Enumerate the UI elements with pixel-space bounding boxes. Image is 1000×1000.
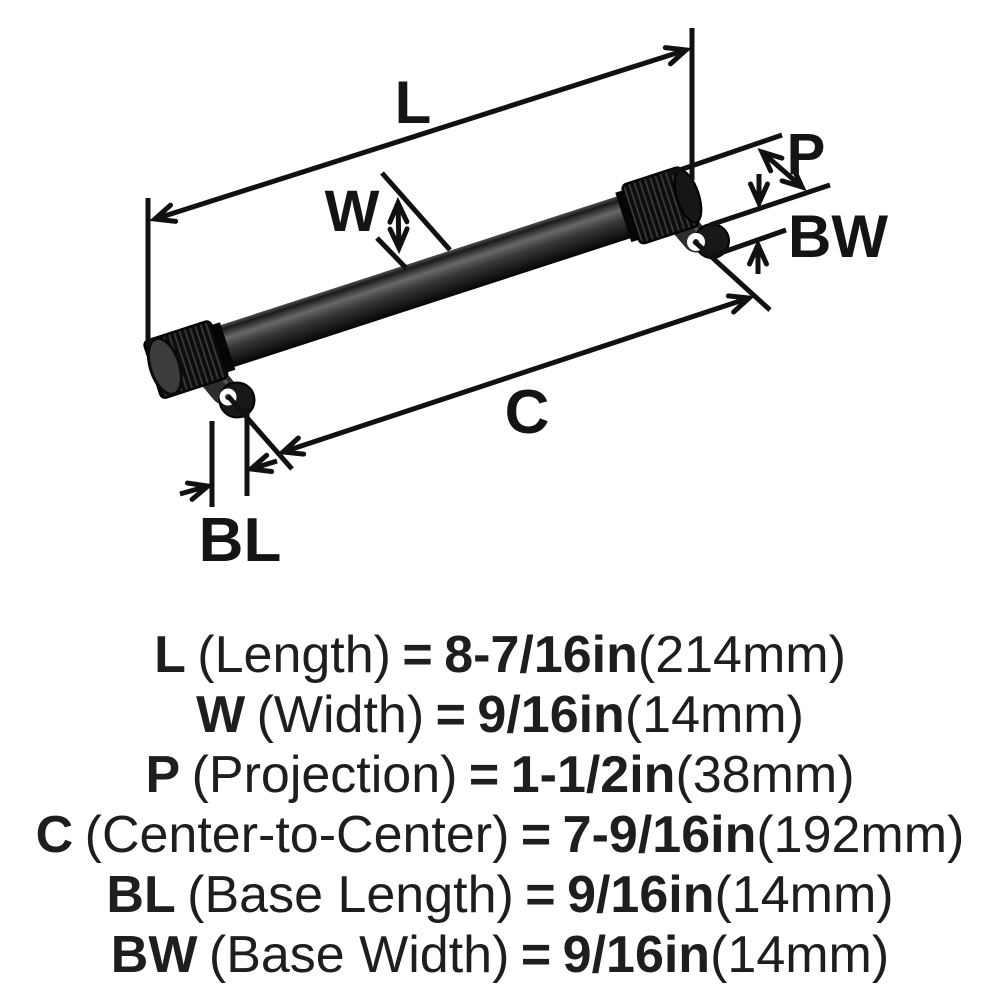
- bl-right-arrow: [245, 452, 278, 475]
- spec-line-base-width: BW(Base Width)=9/16in(14mm): [0, 925, 1000, 985]
- spec-equals: =: [520, 926, 552, 984]
- spec-metric-value: (14mm): [624, 686, 804, 744]
- spec-equals: =: [468, 746, 500, 804]
- spec-name: (Width): [256, 686, 425, 744]
- dimension-bw: [711, 227, 787, 274]
- w-tick-upper: [380, 171, 452, 252]
- spec-abbr: BW: [110, 926, 198, 984]
- spec-metric-value: (192mm): [756, 806, 965, 864]
- spec-imperial-value: 1-1/2in: [510, 746, 676, 804]
- spec-abbr: L: [154, 626, 186, 684]
- spec-imperial-value: 8-7/16in: [444, 626, 638, 684]
- dimension-label-center-to-center: C: [505, 378, 550, 447]
- spec-abbr: P: [145, 746, 181, 804]
- spec-line-center-to-center: C(Center-to-Center)=7-9/16in(192mm): [0, 805, 1000, 865]
- spec-imperial-value: 9/16in: [477, 686, 625, 744]
- spec-abbr: C: [35, 806, 74, 864]
- dimension-w: [375, 171, 452, 270]
- spec-metric-value: (38mm): [675, 746, 855, 804]
- spec-list: L(Length)=8-7/16in(214mm) W(Width)=9/16i…: [0, 625, 1000, 985]
- dimension-label-length: L: [395, 69, 432, 136]
- spec-equals: =: [402, 626, 433, 684]
- spec-metric-value: (214mm): [637, 626, 846, 684]
- dimension-p: [667, 132, 831, 228]
- spec-abbr: W: [196, 686, 246, 744]
- w-dimension-arrow: [387, 196, 410, 255]
- spec-equals: =: [520, 806, 552, 864]
- c-dimension-line: [277, 293, 755, 457]
- spec-abbr: BL: [106, 866, 176, 924]
- spec-metric-value: (14mm): [714, 866, 894, 924]
- c-extension-left: [226, 394, 294, 471]
- spec-line-projection: P(Projection)=1-1/2in(38mm): [0, 745, 1000, 805]
- dimension-bl: [179, 408, 278, 507]
- spec-equals: =: [525, 866, 556, 924]
- product-dimension-diagram: L W P C BL BW: [143, 28, 888, 575]
- bl-left-arrow: [179, 480, 214, 502]
- p-extension-lower: [709, 182, 831, 228]
- spec-name: (Base Length): [187, 866, 514, 924]
- left-cap-collar: [211, 322, 236, 373]
- spec-metric-value: (14mm): [710, 926, 890, 984]
- spec-imperial-value: 7-9/16in: [562, 806, 757, 864]
- dimension-c: [226, 239, 772, 471]
- c-extension-right: [692, 239, 772, 312]
- dimension-label-base-length: BL: [199, 506, 282, 575]
- spec-imperial-value: 9/16in: [567, 866, 715, 924]
- spec-name: (Base Width): [208, 926, 510, 984]
- dimension-l: [145, 28, 695, 345]
- spec-name: (Projection): [191, 746, 458, 804]
- w-tick-lower: [375, 236, 408, 270]
- spec-name: (Center-to-Center): [84, 806, 510, 864]
- handle-illustration: [143, 166, 730, 419]
- spec-line-width: W(Width)=9/16in(14mm): [0, 685, 1000, 745]
- dimension-label-base-width: BW: [788, 203, 888, 270]
- spec-imperial-value: 9/16in: [562, 926, 711, 984]
- spec-line-base-length: BL(Base Length)=9/16in(14mm): [0, 865, 1000, 925]
- spec-name: (Length): [197, 626, 391, 684]
- p-dimension-arrow: [757, 147, 807, 192]
- dimension-label-width: W: [325, 179, 380, 244]
- l-dimension-line: [149, 45, 692, 224]
- dimension-label-projection: P: [787, 122, 826, 187]
- spec-equals: =: [435, 686, 466, 744]
- p-extension-upper: [667, 132, 783, 177]
- spec-line-length: L(Length)=8-7/16in(214mm): [0, 625, 1000, 685]
- left-cap-face: [146, 336, 183, 396]
- dimension-drawing-svg: L W P C BL BW: [143, 28, 888, 575]
